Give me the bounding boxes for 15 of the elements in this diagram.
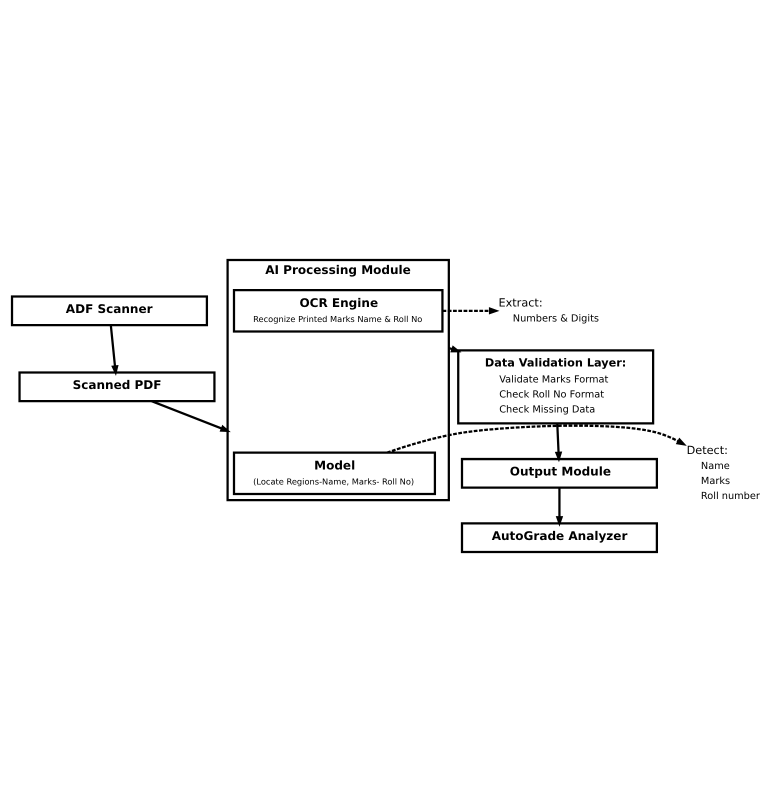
arrow	[386, 424, 687, 454]
arrow	[556, 487, 564, 526]
node-box: Model (Locate Regions-Name, Marks- Roll No)	[232, 451, 436, 495]
node-box: ADF Scanner	[10, 294, 208, 326]
node-text: Detect: Name Marks Roll number	[686, 443, 760, 502]
arrow	[442, 306, 500, 314]
node-text: Extract: Numbers & Digits	[498, 296, 599, 324]
node-box: Scanned PDF	[18, 370, 216, 402]
node-box: Output Module	[460, 457, 658, 488]
node-box: AutoGrade Analyzer	[460, 522, 658, 553]
arrow	[110, 324, 119, 376]
node-box: Data Validation Layer: Validate Marks Format Check Roll No Format Check Missing Data	[457, 348, 654, 424]
arrow	[151, 400, 231, 432]
node-box: OCR Engine Recognize Printed Marks Name & Roll No	[232, 288, 444, 332]
arrow	[554, 422, 562, 462]
